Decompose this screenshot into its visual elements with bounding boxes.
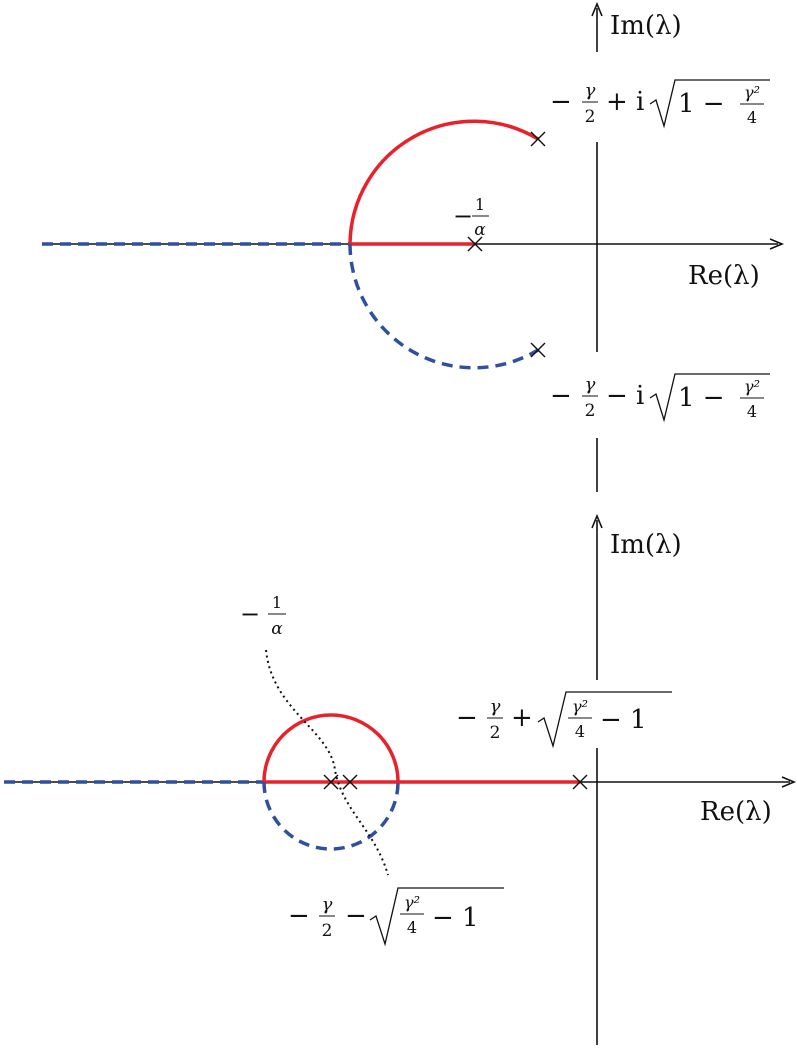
svg-text:2: 2 (490, 723, 501, 743)
top-re-axis-label: Re(λ) (688, 261, 760, 291)
svg-text:γ²: γ² (744, 377, 760, 396)
top-diagram: Im(λ) Re(λ) − 1 α − γ 2 + i 1 − γ² 4 − γ (42, 1, 785, 492)
top-pole-upper-cross (530, 131, 546, 147)
svg-text:2: 2 (585, 401, 596, 421)
top-im-axis-label: Im(λ) (610, 11, 682, 41)
svg-text:−: − (456, 703, 478, 733)
top-im-axis-arrowhead (591, 1, 603, 17)
svg-text:γ²: γ² (744, 83, 760, 102)
svg-text:+: + (511, 703, 533, 733)
svg-text:α: α (271, 619, 283, 639)
svg-text:− 1: − 1 (432, 903, 479, 933)
svg-text:4: 4 (575, 722, 585, 741)
svg-text:1: 1 (475, 195, 485, 214)
svg-text:−: − (550, 381, 572, 411)
svg-text:− 1: − 1 (600, 705, 647, 735)
top-zero-cross (467, 236, 483, 252)
svg-text:α: α (474, 220, 486, 240)
svg-text:−: − (550, 87, 572, 117)
svg-text:1 −: 1 − (678, 383, 725, 413)
svg-text:2: 2 (322, 921, 333, 941)
svg-text:−: − (240, 600, 260, 628)
bottom-pole-right-label: − γ 2 + γ² 4 − 1 (456, 691, 672, 749)
top-pole-lower-cross (530, 342, 546, 358)
top-lower-dashed-arc (348, 243, 539, 370)
svg-text:−: − (453, 202, 473, 230)
svg-text:− i: − i (606, 381, 644, 411)
bottom-pole-right-cross (572, 774, 588, 790)
svg-text:γ: γ (585, 80, 596, 101)
svg-text:γ: γ (490, 696, 501, 717)
top-pole-upper-label: − γ 2 + i 1 − γ² 4 (550, 79, 770, 129)
svg-text:γ²: γ² (404, 893, 420, 912)
bottom-pole-left-cross (323, 774, 339, 790)
svg-text:−: − (288, 901, 310, 931)
svg-text:4: 4 (747, 108, 757, 127)
top-re-axis-arrowhead (769, 238, 785, 250)
top-pole-lower-label: − γ 2 − i 1 − γ² 4 (550, 373, 770, 423)
bottom-upper-solid-arc (262, 713, 400, 783)
svg-text:γ²: γ² (572, 697, 588, 716)
svg-text:1 −: 1 − (678, 89, 725, 119)
bottom-zero-dotted-path (265, 649, 389, 876)
svg-text:+ i: + i (606, 87, 644, 117)
bottom-im-axis-arrowhead (591, 513, 603, 529)
bottom-pole-left-label: − γ 2 − γ² 4 − 1 (288, 887, 504, 947)
svg-text:1: 1 (272, 593, 282, 612)
svg-text:γ: γ (585, 374, 596, 395)
bottom-lower-dashed-arc (262, 781, 400, 851)
svg-text:4: 4 (747, 402, 757, 421)
bottom-zero-label: − 1 α (240, 593, 286, 639)
bottom-im-axis-label: Im(λ) (610, 530, 682, 560)
top-upper-solid-arc (348, 119, 539, 245)
svg-text:γ: γ (322, 894, 333, 915)
bottom-re-axis-label: Re(λ) (700, 797, 772, 827)
bottom-diagram: Im(λ) Re(λ) − 1 α − γ 2 + γ² 4 − 1 − γ 2 (4, 513, 797, 1045)
bottom-pole-middle-cross (342, 774, 358, 790)
svg-text:−: − (345, 901, 367, 931)
bottom-re-axis-arrowhead (781, 776, 797, 788)
svg-text:4: 4 (407, 918, 417, 937)
svg-text:2: 2 (585, 107, 596, 127)
top-zero-label: − 1 α (453, 195, 489, 240)
